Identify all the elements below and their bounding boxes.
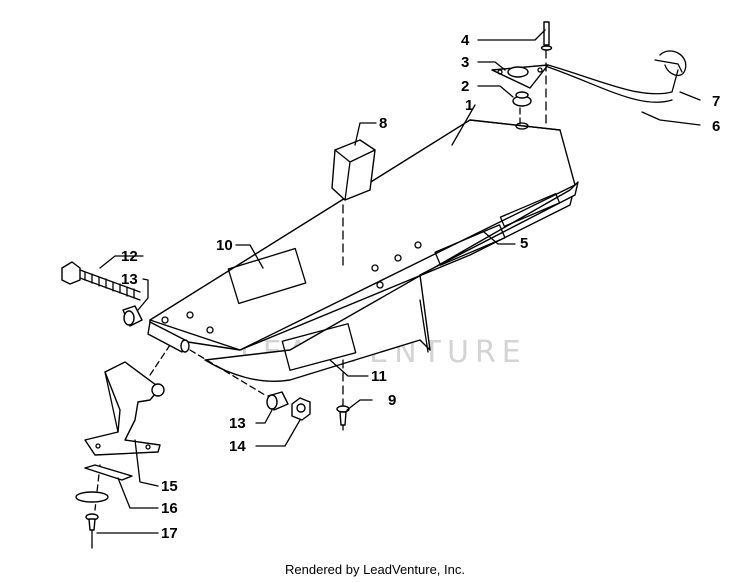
callout-8: 8 [379,115,387,132]
spacer-part-13-lower [266,391,289,411]
axle-tube [147,321,190,353]
callout-13-lower: 13 [229,415,246,432]
callout-14: 14 [229,438,246,455]
bolt-part-12 [61,261,141,301]
callout-6: 6 [712,118,720,135]
callout-15: 15 [161,478,178,495]
callout-9: 9 [388,392,396,409]
hinge-bracket-part-15 [84,361,165,456]
mount-plate-part-3 [491,64,549,89]
callout-2: 2 [461,78,469,95]
callout-5: 5 [520,235,528,252]
callout-7: 7 [712,93,720,110]
tether-cable-part-6 [547,64,679,103]
rivet-part-9 [336,405,350,431]
callout-12: 12 [121,248,138,265]
callout-10: 10 [216,237,233,254]
nut-part-14 [291,397,311,421]
footer-credit: Rendered by LeadVenture, Inc. [285,562,465,577]
callout-13-upper: 13 [121,271,138,288]
leader-lines [96,29,701,534]
plate-part-16 [75,464,133,503]
callout-1: 1 [465,97,473,114]
callout-16: 16 [161,500,178,517]
callout-11: 11 [371,368,387,385]
rivet-part-17 [85,513,99,549]
callout-3: 3 [461,54,469,71]
grommet-part-2 [512,91,532,107]
callout-labels: 4 3 2 1 7 6 8 10 5 11 9 12 13 13 14 15 1… [121,32,720,542]
clip-part-7 [654,50,687,77]
bracket-part-8 [331,139,376,201]
spacer-part-13-upper [122,305,143,327]
alignment-lines [94,49,547,511]
callout-17: 17 [161,525,178,542]
rail-body [149,119,579,382]
pin-part-4 [540,21,553,51]
callout-4: 4 [461,32,470,49]
